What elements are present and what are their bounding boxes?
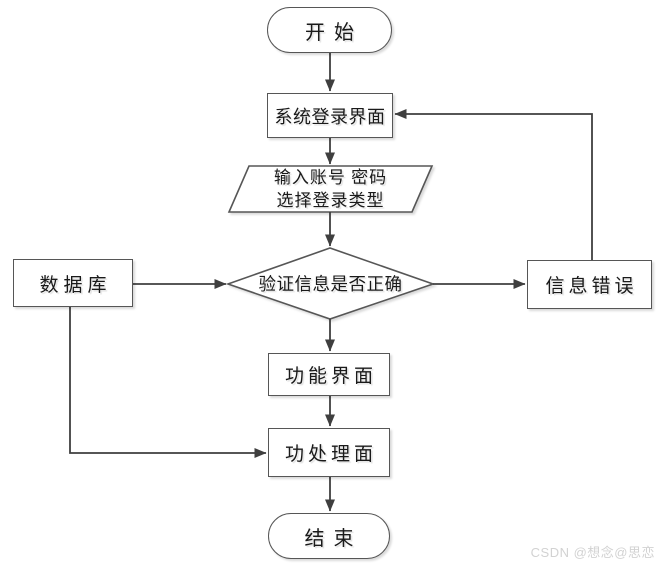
edge-database-to-process [69, 307, 267, 458]
decision-node: 验证信息是否正确 [228, 248, 433, 319]
database-label: 数据库 [39, 274, 112, 296]
login-screen-node: 系统登录界面 [267, 93, 393, 138]
end-label: 结束 [304, 527, 363, 550]
function-screen-node: 功能界面 [268, 353, 390, 396]
processing-screen-label: 功处理面 [284, 444, 377, 465]
info-error-node: 信息错误 [527, 260, 652, 309]
decision-label: 验证信息是否正确 [258, 274, 403, 294]
input-label-line2: 选择登录类型 [276, 191, 385, 210]
start-node: 开始 [267, 7, 392, 53]
csdn-watermark: CSDN @想念@思恋 [530, 545, 655, 560]
info-error-label: 信息错误 [545, 276, 638, 297]
function-screen-label: 功能界面 [284, 366, 377, 387]
login-screen-label: 系统登录界面 [274, 106, 386, 127]
edge-error-to-login-feedback [394, 109, 593, 260]
processing-screen-node: 功处理面 [268, 428, 390, 477]
input-node: 输入账号 密码 选择登录类型 [229, 166, 432, 212]
start-label: 开始 [305, 21, 363, 44]
database-node: 数据库 [13, 259, 133, 307]
input-parallelogram-shape [227, 165, 434, 213]
input-label-line1: 输入账号 密码 [273, 168, 388, 187]
end-node: 结束 [268, 513, 390, 559]
